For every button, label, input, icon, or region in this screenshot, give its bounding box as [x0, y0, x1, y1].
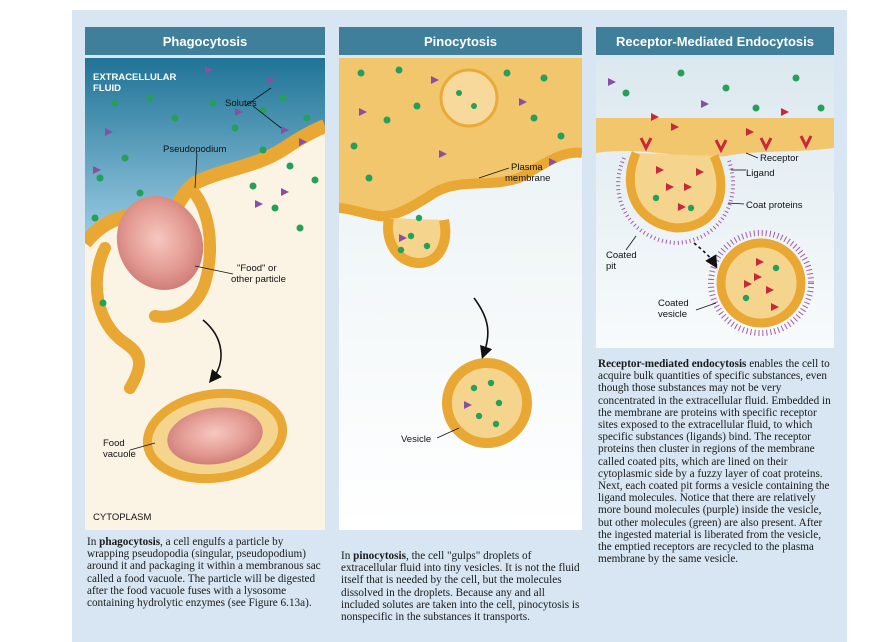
- vesicle: [447, 363, 527, 443]
- caption-term: phagocytosis: [99, 536, 160, 548]
- caption-term: pinocytosis: [353, 550, 406, 562]
- pinocytosis-caption: In pinocytosis, the cell "gulps" droplet…: [341, 550, 580, 623]
- receptor-label: Receptor: [760, 153, 799, 164]
- receptor-mediated-caption: Receptor-mediated endocytosis enables th…: [598, 358, 834, 565]
- pseudopodium-label: Pseudopodium: [163, 144, 226, 155]
- phagocytosis-caption: In phagocytosis, a cell engulfs a partic…: [87, 536, 323, 609]
- membrane-invagination: [388, 218, 445, 263]
- coated-pit: [630, 153, 721, 228]
- pinocytosis-header: Pinocytosis: [339, 27, 582, 55]
- receptor-mediated-header: Receptor-Mediated Endocytosis: [596, 27, 834, 55]
- vesicle-label: Vesicle: [401, 434, 431, 445]
- coat-proteins-label: Coat proteins: [746, 200, 803, 211]
- caption-body: enables the cell to acquire bulk quantit…: [598, 358, 831, 565]
- phagocytosis-header: Phagocytosis: [85, 27, 325, 55]
- solutes-label: Solutes: [225, 98, 257, 109]
- caption-prefix: In: [87, 536, 99, 548]
- ligand-label: Ligand: [746, 168, 775, 179]
- caption-prefix: In: [341, 550, 353, 562]
- caption-term: Receptor-mediated endocytosis: [598, 358, 746, 370]
- coated-vesicle: [721, 243, 801, 323]
- cytoplasm-label: CYTOPLASM: [93, 512, 152, 523]
- forming-vesicle: [441, 70, 497, 126]
